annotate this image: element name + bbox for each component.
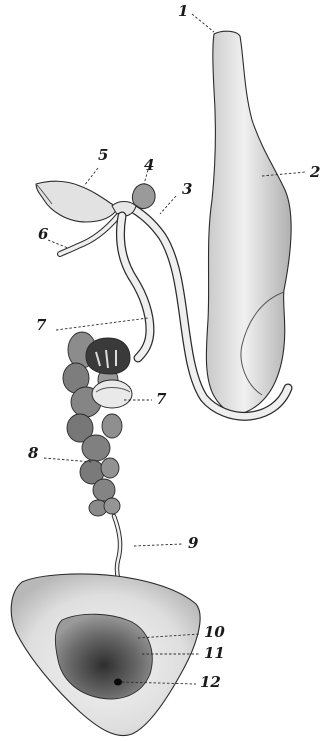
bulb-7 <box>86 338 132 408</box>
label-6: 6 <box>38 227 48 242</box>
label-5: 5 <box>98 148 108 163</box>
label-7-upper: 7 <box>36 318 46 333</box>
label-4: 4 <box>144 158 154 173</box>
label-10: 10 <box>204 625 225 640</box>
sac-5 <box>36 181 118 222</box>
label-2: 2 <box>310 165 320 180</box>
large-organ <box>206 31 291 413</box>
knob-4 <box>132 184 155 209</box>
label-11: 11 <box>204 646 225 661</box>
label-1: 1 <box>178 4 188 19</box>
label-9: 9 <box>188 536 198 551</box>
pore-12 <box>114 679 122 686</box>
label-8: 8 <box>28 446 38 461</box>
label-3: 3 <box>182 182 192 197</box>
label-7-lower: 7 <box>156 392 166 407</box>
label-12: 12 <box>200 675 221 690</box>
